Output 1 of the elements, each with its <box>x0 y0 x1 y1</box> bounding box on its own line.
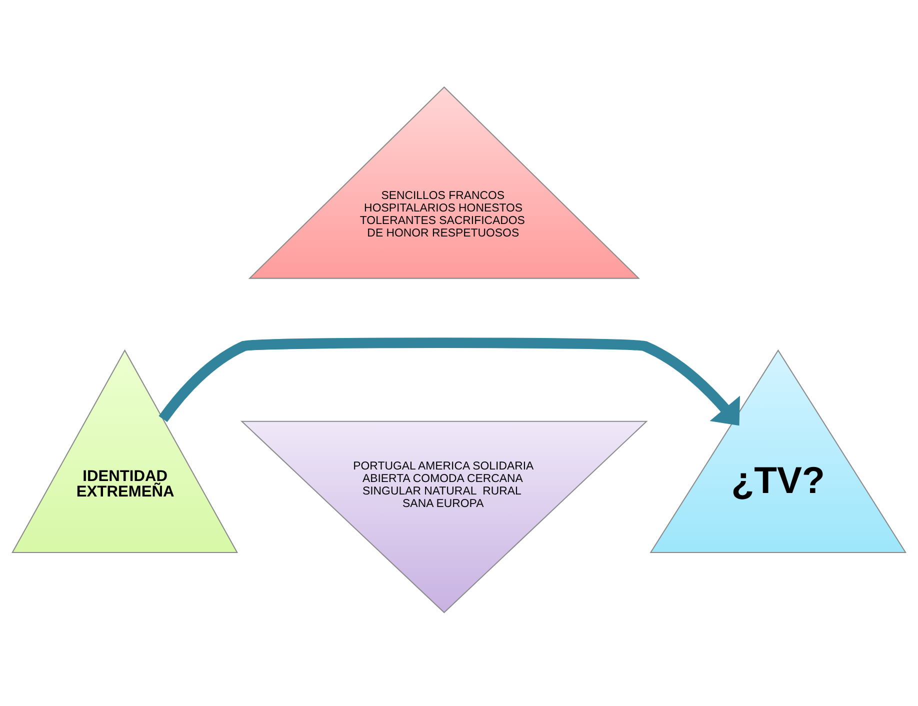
arrow <box>158 337 740 426</box>
